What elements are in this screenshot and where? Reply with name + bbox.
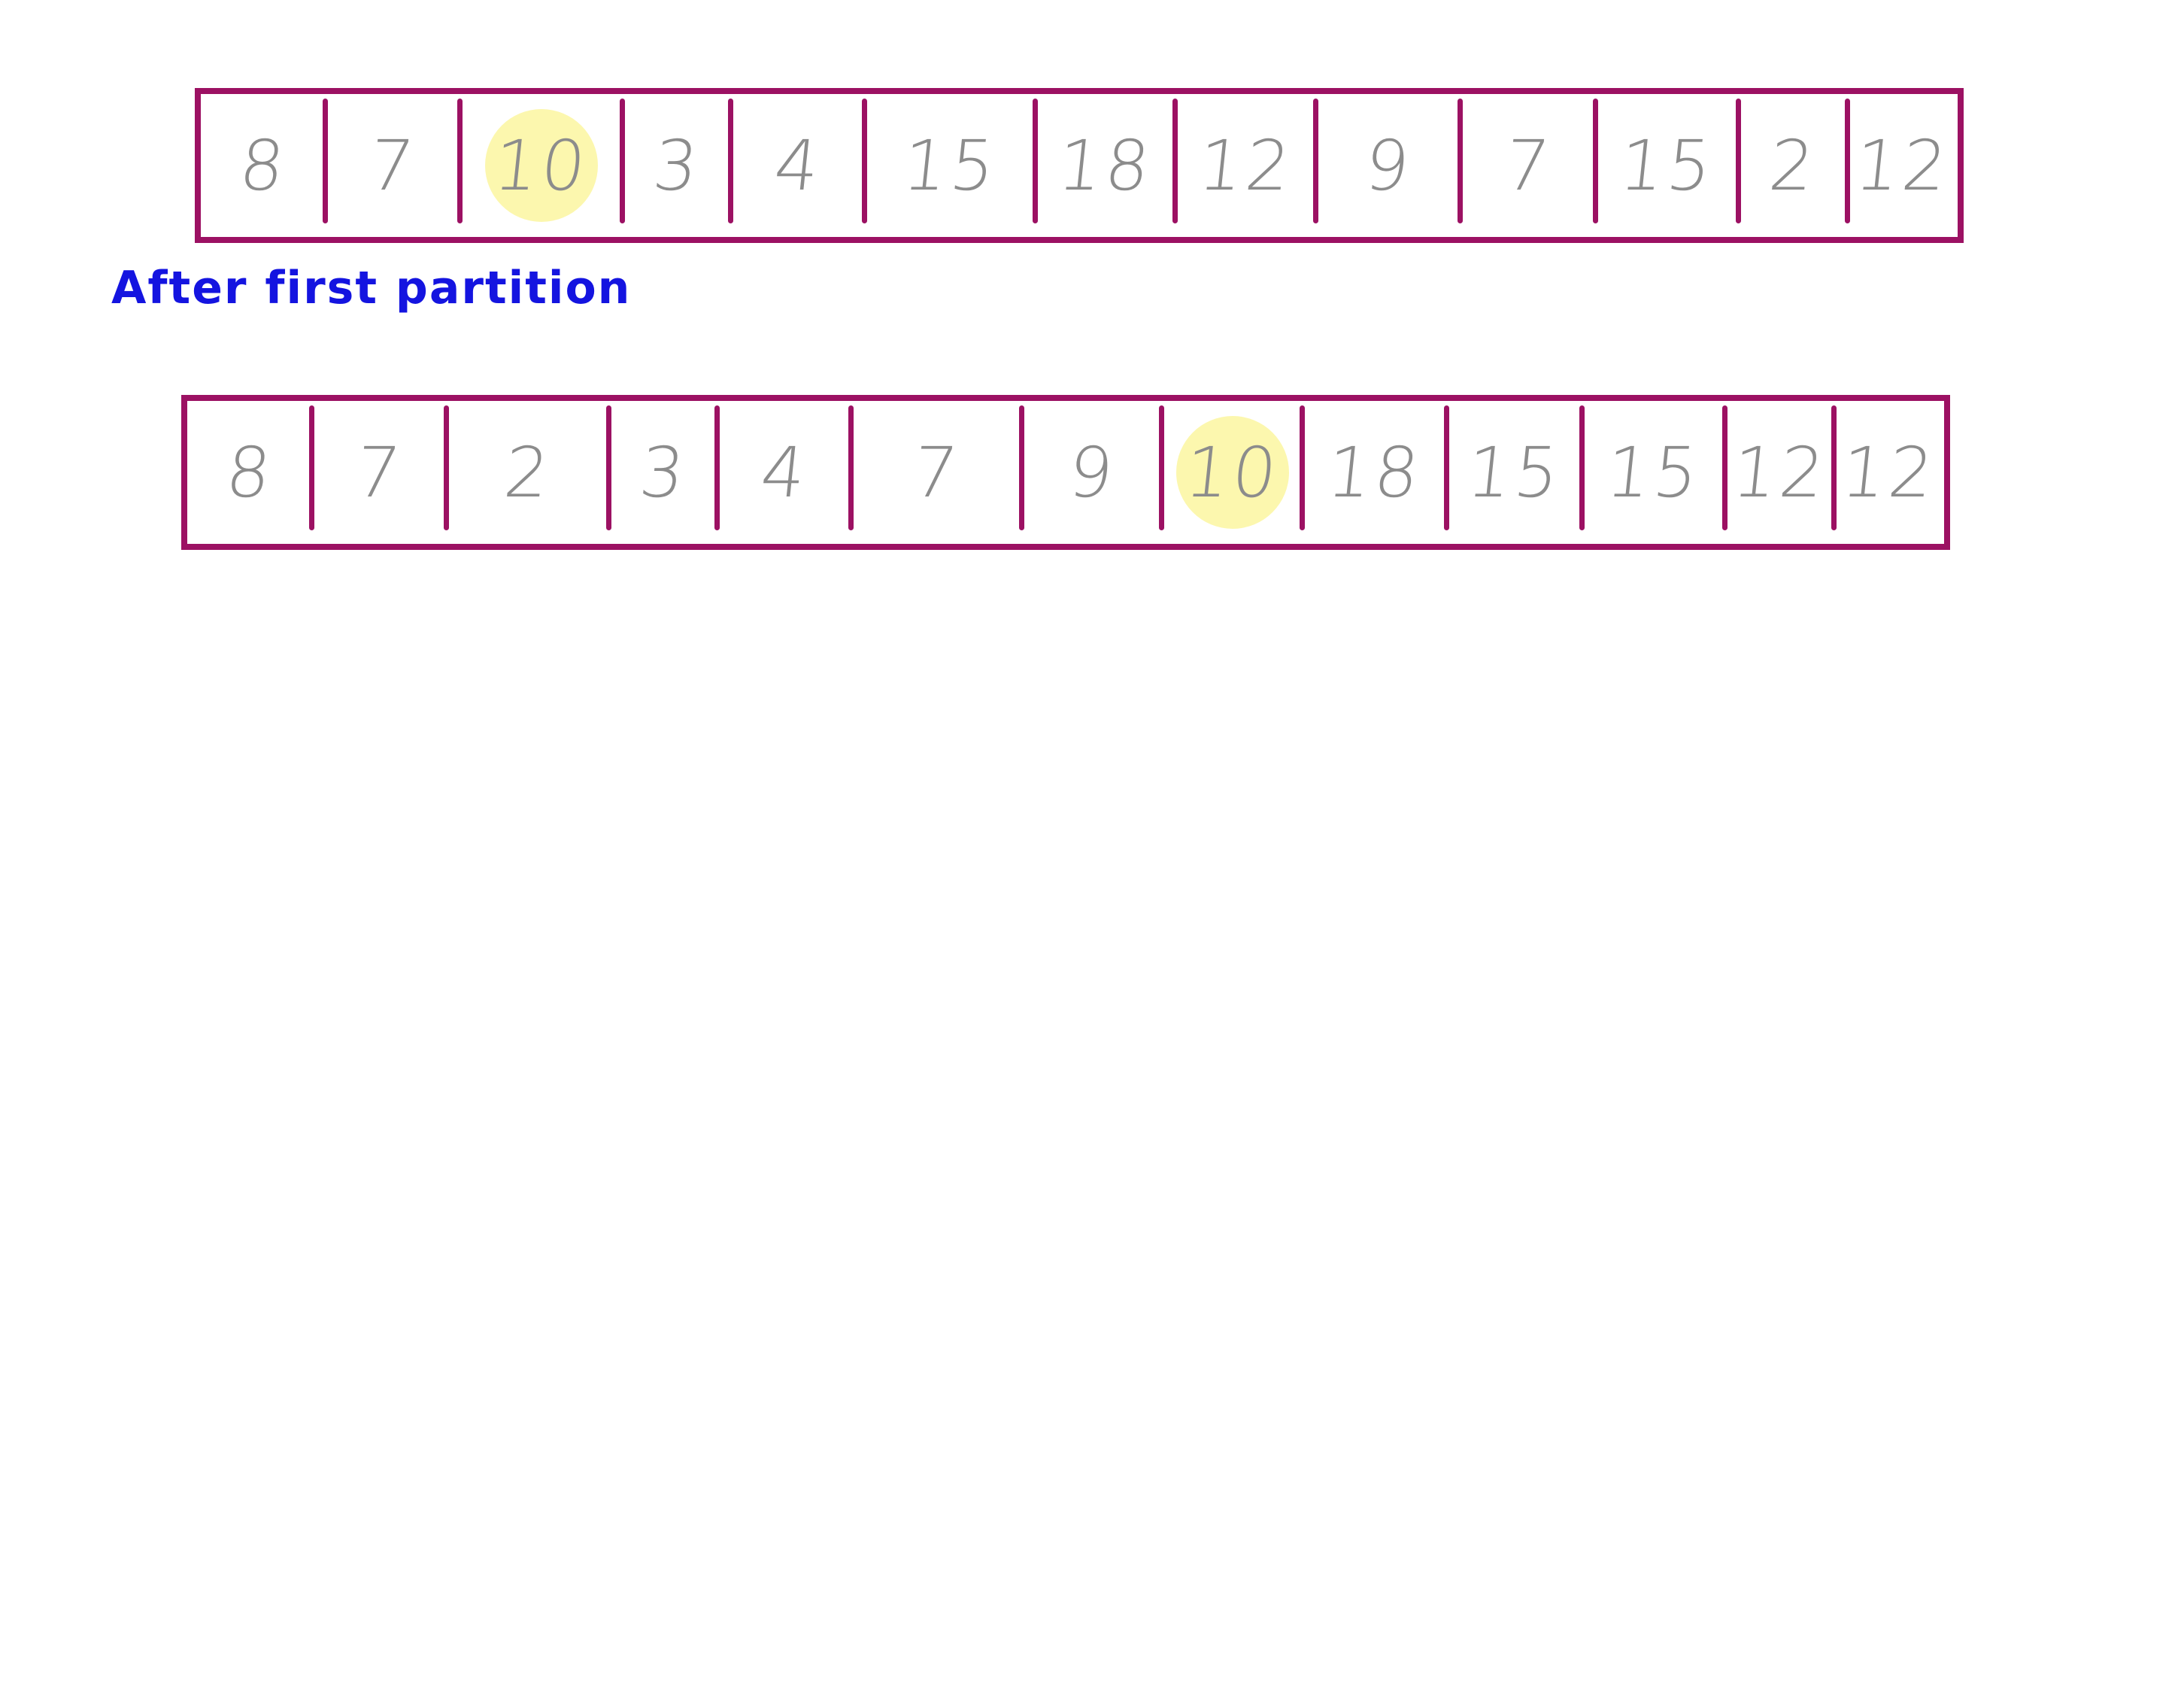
cell-divider <box>1831 405 1837 530</box>
array-cell: 18 <box>1303 401 1447 544</box>
cell-value: 7 <box>351 432 408 513</box>
cell-value: 15 <box>1615 125 1719 206</box>
cell-divider <box>714 405 720 530</box>
cell-value: 8 <box>222 432 278 513</box>
cell-divider <box>1593 99 1598 223</box>
array-cell: 8 <box>201 94 326 237</box>
cell-value: 7 <box>365 125 421 206</box>
cell-value: 18 <box>1054 125 1157 206</box>
array-cell: 10 <box>460 94 623 237</box>
array-cell: 7 <box>326 94 460 237</box>
cell-value: 4 <box>770 125 826 206</box>
cell-value: 15 <box>1463 432 1567 513</box>
cell-divider <box>457 99 463 223</box>
cell-divider <box>862 99 867 223</box>
array-cell: 4 <box>717 401 851 544</box>
array-cell: 15 <box>1447 401 1582 544</box>
cell-value: 2 <box>1765 125 1822 206</box>
cell-value: 3 <box>635 432 691 513</box>
array-cell: 15 <box>1582 401 1725 544</box>
array-cell: 4 <box>731 94 865 237</box>
cell-divider <box>1579 405 1585 530</box>
cell-value: 3 <box>649 125 705 206</box>
array-cell: 15 <box>865 94 1036 237</box>
array-cell: 3 <box>609 401 717 544</box>
cell-value: 7 <box>908 432 965 513</box>
cell-value: 12 <box>1837 432 1941 513</box>
cell-value: 12 <box>1728 432 1831 513</box>
array-cell: 7 <box>851 401 1022 544</box>
cell-value: 7 <box>1500 125 1556 206</box>
cell-value: 8 <box>235 125 291 206</box>
array-cell: 10 <box>1162 401 1303 544</box>
cell-value: 2 <box>500 432 556 513</box>
cell-divider <box>1736 99 1741 223</box>
array-cell: 2 <box>447 401 609 544</box>
cell-divider <box>728 99 733 223</box>
cell-value: 9 <box>1064 432 1120 513</box>
cell-divider <box>1033 99 1038 223</box>
cell-divider <box>1172 99 1178 223</box>
array-cell: 3 <box>623 94 731 237</box>
cell-divider <box>1722 405 1727 530</box>
cell-divider <box>848 405 854 530</box>
array-cell: 18 <box>1036 94 1175 237</box>
pivot-value: 10 <box>490 125 593 206</box>
array-cell: 8 <box>187 401 312 544</box>
cell-value: 9 <box>1360 125 1416 206</box>
cell-divider <box>323 99 328 223</box>
cell-divider <box>606 405 611 530</box>
array-cell: 2 <box>1739 94 1848 237</box>
partition-label: After first partition <box>111 262 632 314</box>
cell-divider <box>1159 405 1164 530</box>
cell-divider <box>620 99 625 223</box>
array-cell: 12 <box>1725 401 1834 544</box>
cell-divider <box>1458 99 1463 223</box>
cell-divider <box>1019 405 1024 530</box>
cell-divider <box>1300 405 1305 530</box>
cell-value: 18 <box>1323 432 1427 513</box>
array-cell: 12 <box>1848 94 1958 237</box>
cell-value: 15 <box>899 125 1002 206</box>
cell-divider <box>444 405 449 530</box>
cell-value: 4 <box>757 432 812 513</box>
array-cell: 12 <box>1175 94 1316 237</box>
array-cell: 12 <box>1834 401 1944 544</box>
pivot-highlight <box>1175 416 1289 529</box>
cell-value: 15 <box>1602 432 1706 513</box>
array-cell: 15 <box>1596 94 1739 237</box>
cell-value: 12 <box>1194 125 1297 206</box>
cell-divider <box>1845 99 1850 223</box>
array-cell: 7 <box>1461 94 1596 237</box>
cell-divider <box>309 405 314 530</box>
cell-divider <box>1313 99 1318 223</box>
pivot-highlight <box>485 109 598 222</box>
pivot-value: 10 <box>1181 432 1284 513</box>
array-cell: 9 <box>1022 401 1162 544</box>
array-cell: 9 <box>1316 94 1461 237</box>
cell-divider <box>1444 405 1449 530</box>
cell-value: 12 <box>1851 125 1955 206</box>
array-cell: 7 <box>312 401 447 544</box>
